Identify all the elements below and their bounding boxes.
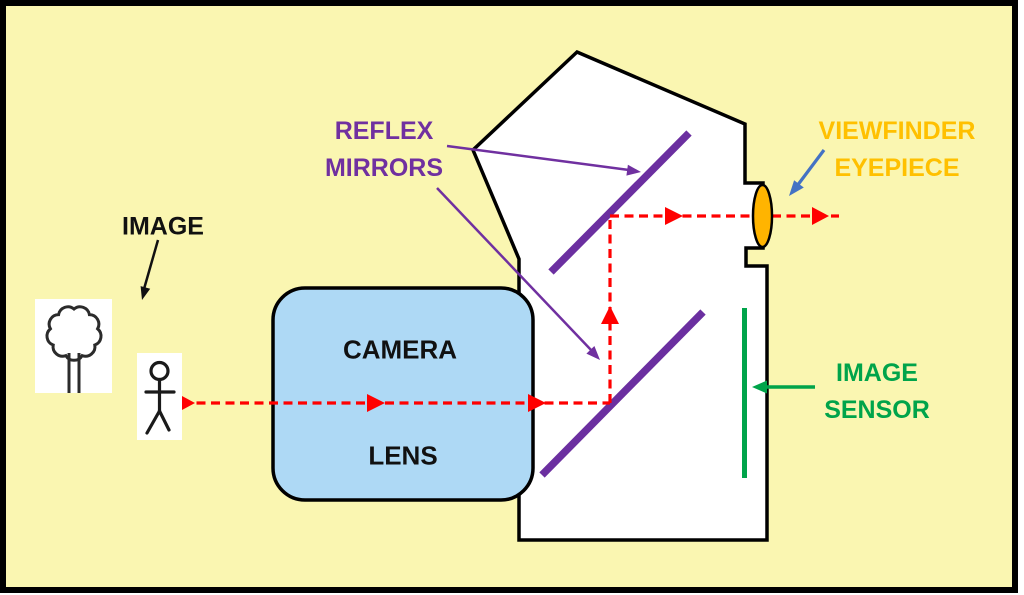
mirror-pointer-line-2 xyxy=(436,187,593,352)
camera-lens-label-bottom: LENS xyxy=(368,438,437,475)
camera-lens-label-top: CAMERA xyxy=(343,332,457,369)
red-arrowhead-icon xyxy=(601,306,619,324)
camera-lens-box xyxy=(271,286,535,502)
mirror-pointer-line-1 xyxy=(446,144,630,172)
reflex-mirrors-label-line1: REFLEX xyxy=(334,117,434,145)
camera-lens-label-line2: LENS xyxy=(368,440,438,471)
viewfinder-eyepiece-label: VIEWFINDER EYEPIECE xyxy=(819,113,976,187)
blue-arrowhead-icon xyxy=(789,180,804,196)
stick-figure-icon xyxy=(137,353,182,440)
black-arrowhead-icon xyxy=(140,286,151,300)
red-arrowhead-icon xyxy=(367,394,385,412)
lower-reflex-mirror-icon xyxy=(539,309,706,478)
red-arrowhead-icon xyxy=(182,396,195,410)
tree-icon xyxy=(35,299,112,393)
image-label-text: IMAGE xyxy=(122,212,204,241)
image-sensor-label-line2: SENSOR xyxy=(824,396,930,424)
reflex-mirrors-label-line2: MIRRORS xyxy=(324,154,444,182)
red-arrowhead-icon xyxy=(528,394,546,412)
viewfinder-eyepiece-label-line1: VIEWFINDER xyxy=(818,117,976,145)
image-sensor-label: IMAGE SENSOR xyxy=(824,355,930,429)
image-sensor-label-line1: IMAGE xyxy=(836,359,918,387)
reflex-mirrors-label: REFLEX MIRRORS xyxy=(325,113,443,187)
green-arrowhead-icon xyxy=(752,380,767,394)
eyepiece-pointer-line xyxy=(795,149,826,187)
image-pointer-arrow xyxy=(140,239,160,300)
purple-arrowhead-icon xyxy=(586,346,600,360)
upper-reflex-mirror-icon xyxy=(548,130,692,275)
eyepiece-pointer-arrow xyxy=(789,149,826,196)
tree-canopy xyxy=(45,305,103,362)
mirror-pointer-arrows xyxy=(436,144,641,360)
stick-figure-leg xyxy=(157,409,171,432)
purple-arrowhead-icon xyxy=(626,164,641,176)
red-arrowhead-icon xyxy=(665,207,683,225)
image-pointer-line xyxy=(142,239,160,290)
sensor-pointer-arrow xyxy=(752,380,815,394)
image-label: IMAGE xyxy=(122,209,204,246)
light-path-arrowheads xyxy=(182,207,829,412)
viewfinder-eyepiece-label-line2: EYEPIECE xyxy=(834,154,960,182)
red-arrowhead-icon xyxy=(812,207,829,225)
camera-lens-label-line1: CAMERA xyxy=(342,334,458,365)
camera-body xyxy=(470,49,769,542)
eyepiece-lens-icon xyxy=(751,183,774,249)
stick-figure-leg xyxy=(145,409,162,435)
